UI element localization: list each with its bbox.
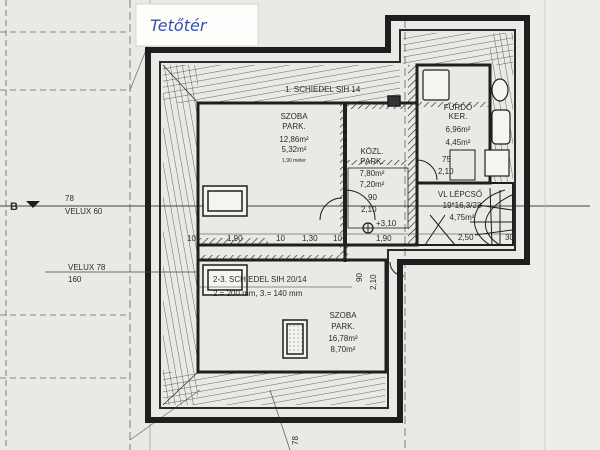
svg-text:1,90: 1,90 — [227, 234, 243, 243]
door-swings — [319, 159, 438, 277]
svg-text:2,50: 2,50 — [458, 233, 474, 242]
svg-text:VL LÉPCSŐ: VL LÉPCSŐ — [438, 190, 482, 199]
paper-margin — [520, 0, 600, 450]
svg-text:10: 10 — [333, 234, 342, 243]
svg-text:16,78m²: 16,78m² — [328, 334, 358, 343]
sticky-note-text: Tetőtér — [150, 16, 208, 35]
bathroom-fixtures — [422, 69, 511, 177]
svg-text:30: 30 — [505, 233, 514, 242]
svg-text:8,70m²: 8,70m² — [331, 345, 356, 354]
door-furdo-height: 2,10 — [438, 167, 454, 176]
chimney-blocks — [202, 95, 401, 296]
svg-text:FÜRDŐ: FÜRDŐ — [444, 103, 472, 112]
door-kozl-width: 90 — [368, 193, 377, 202]
svg-text:90: 90 — [355, 273, 364, 282]
svg-text:12,86m²: 12,86m² — [279, 135, 309, 144]
section-letter: B — [10, 201, 18, 213]
svg-text:7,80m²: 7,80m² — [360, 169, 385, 178]
svg-text:SZOBA: SZOBA — [329, 311, 357, 320]
svg-text:1,90: 1,90 — [376, 234, 392, 243]
svg-text:1,30: 1,30 — [302, 234, 318, 243]
svg-text:4,45m²: 4,45m² — [446, 138, 471, 147]
door-kozl-height: 2,10 — [361, 205, 377, 214]
sticky-note: Tetőtér — [135, 3, 259, 47]
room-szoba-2: SZOBA PARK. 16,78m² 8,70m² — [328, 311, 358, 354]
section-lower-label: VELUX 60 — [65, 207, 103, 216]
level-label: +3,10 — [376, 219, 397, 228]
svg-text:5,32m²: 5,32m² — [282, 145, 307, 154]
svg-text:7,20m²: 7,20m² — [360, 180, 385, 189]
svg-text:PARK.: PARK. — [360, 157, 383, 166]
svg-text:2,10: 2,10 — [369, 274, 378, 290]
svg-text:10: 10 — [276, 234, 285, 243]
velux-left-label: VELUX 78 — [68, 263, 106, 272]
svg-text:10: 10 — [187, 234, 196, 243]
velux-left-value: 160 — [68, 275, 82, 284]
svg-text:6,96m²: 6,96m² — [446, 125, 471, 134]
svg-text:4,75m²: 4,75m² — [450, 213, 475, 222]
svg-text:19*16,3/23: 19*16,3/23 — [443, 201, 482, 210]
room-furdo: FÜRDŐ KER. 6,96m² 4,45m² — [444, 103, 472, 147]
hatched-walls — [198, 65, 490, 260]
svg-text:KER.: KER. — [449, 112, 468, 121]
svg-text:SZOBA: SZOBA — [280, 112, 308, 121]
room-szoba-1: SZOBA PARK. 12,86m² 5,32m² 1,90 méter — [279, 112, 309, 164]
room-kozlekedo: KÖZL. PARK. 7,80m² 7,20m² — [360, 147, 385, 189]
schiedel-line-1: 2-3. SCHIEDEL SIH 20/14 — [213, 275, 307, 284]
section-upper-label: 78 — [65, 194, 74, 203]
roof-slopes — [162, 33, 513, 406]
svg-text:PARK.: PARK. — [331, 322, 354, 331]
svg-text:PARK.: PARK. — [282, 122, 305, 131]
bottom-dimension: 78 — [291, 436, 300, 445]
schiedel-line-2: 2.= 200 mm, 3.= 140 mm — [213, 289, 303, 298]
room-lepcso: VL LÉPCSŐ 19*16,3/23 4,75m² — [438, 190, 482, 222]
dimensions: 90 2,10 75 2,10 +3,10 10 1,90 10 1,30 10… — [187, 155, 515, 445]
stairs — [424, 187, 513, 246]
velux-windows — [282, 149, 476, 359]
section-marker-icon — [26, 201, 40, 208]
outer-walls — [145, 15, 530, 423]
ceiling-height-note: 1,90 méter — [282, 158, 306, 164]
svg-text:KÖZL.: KÖZL. — [360, 147, 383, 156]
door-furdo-width: 75 — [442, 155, 451, 164]
beam-top-label: 1. SCHIEDEL SIH 14 — [285, 85, 361, 94]
